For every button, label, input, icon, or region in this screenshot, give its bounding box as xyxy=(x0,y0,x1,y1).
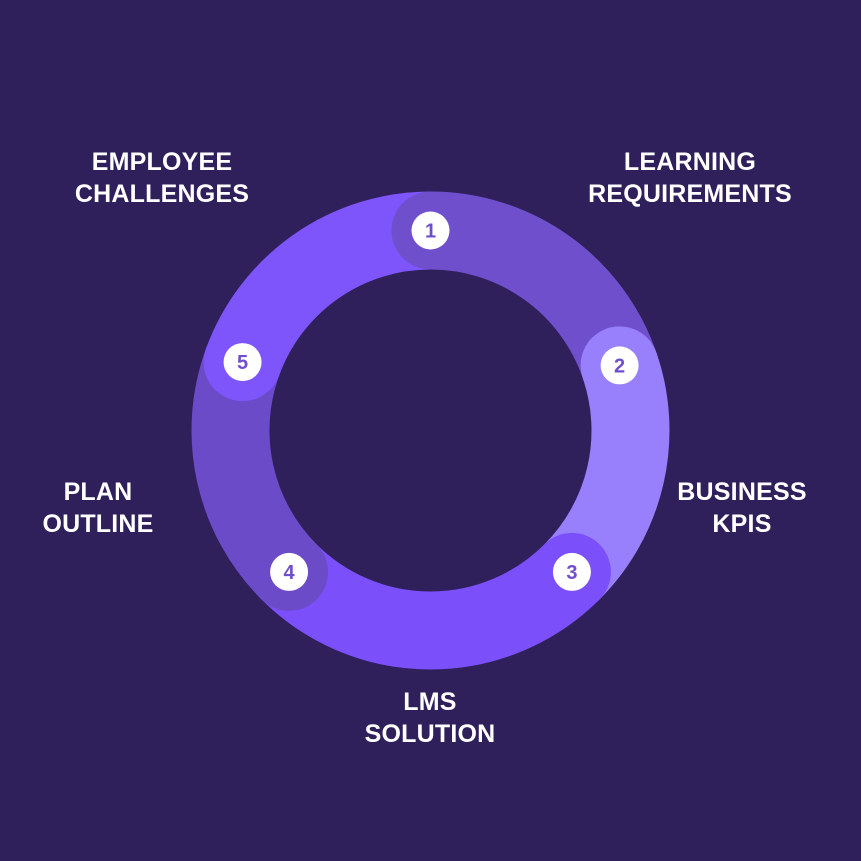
step-5-badge: 5 xyxy=(223,343,262,382)
step-2-badge-circle xyxy=(600,346,639,385)
step-4-badge-circle xyxy=(270,552,309,591)
step-5-label: PLAN OUTLINE xyxy=(42,476,153,540)
ring-segment-3 xyxy=(261,543,600,670)
step-4-badge: 4 xyxy=(270,552,309,591)
step-4-label-line1: LMS xyxy=(403,688,457,716)
step-2-badge: 2 xyxy=(600,346,639,385)
step-5-number: 5 xyxy=(237,352,248,374)
step-1-label-line1: EMPLOYEE xyxy=(91,148,233,176)
step-3-label: BUSINESS KPIS xyxy=(677,476,806,540)
step-3-number: 3 xyxy=(566,562,577,584)
step-3-badge: 3 xyxy=(552,552,591,591)
step-1-number: 1 xyxy=(425,221,436,243)
step-3-badge-circle xyxy=(552,552,591,591)
step-5-label-line2: OUTLINE xyxy=(42,510,154,538)
step-5-label-line1: PLAN xyxy=(63,478,133,506)
step-4-label-line2: SOLUTION xyxy=(364,720,496,748)
step-4-number: 4 xyxy=(284,562,296,584)
step-1-label-line2: CHALLENGES xyxy=(74,180,250,208)
step-4-label: LMS SOLUTION xyxy=(365,686,496,750)
step-2-number: 2 xyxy=(614,355,625,377)
step-2-label-line1: LEARNING xyxy=(623,148,757,176)
step-2-label: LEARNING REQUIREMENTS xyxy=(588,146,792,210)
step-3-label-line2: KPIS xyxy=(712,510,772,538)
step-1-badge-circle xyxy=(411,211,450,250)
step-1-label: EMPLOYEE CHALLENGES xyxy=(75,146,249,210)
step-3-label-line1: BUSINESS xyxy=(677,478,807,506)
step-5-badge-circle xyxy=(223,343,262,382)
step-2-label-line2: REQUIREMENTS xyxy=(588,180,792,208)
step-1-badge: 1 xyxy=(411,211,450,250)
